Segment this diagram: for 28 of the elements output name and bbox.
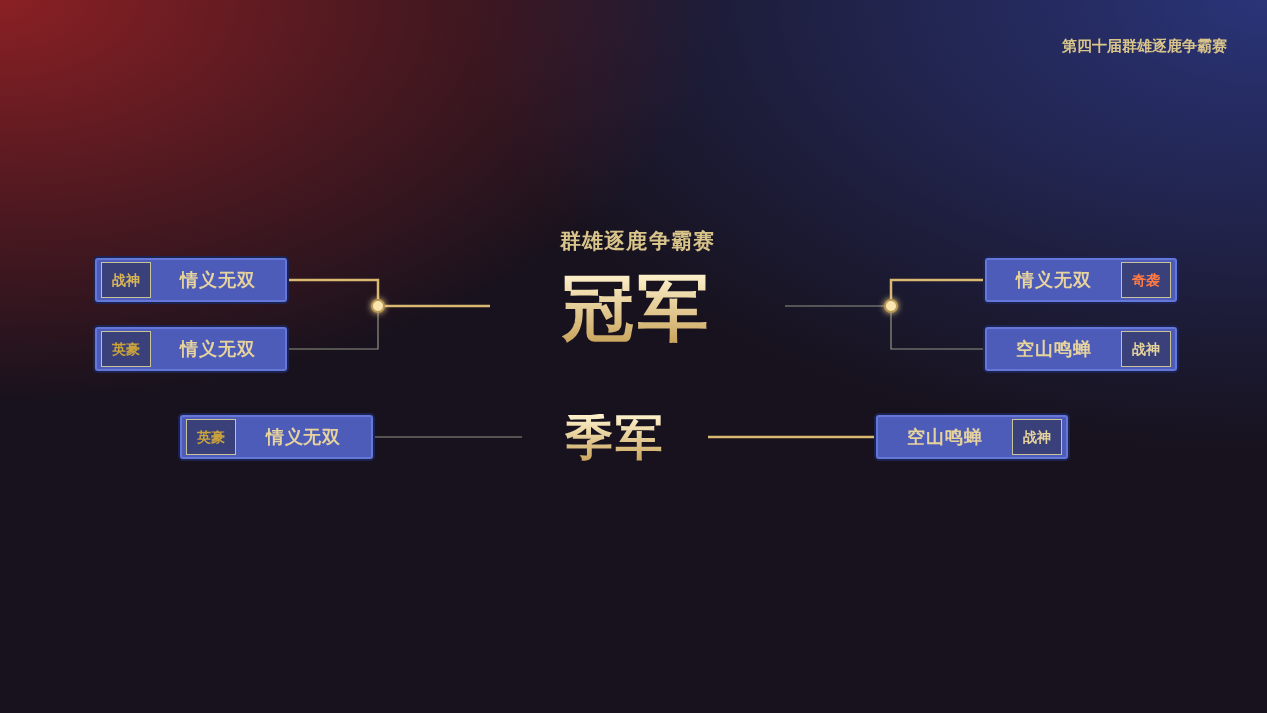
team-card (95, 258, 287, 302)
bracket-line (286, 312, 379, 350)
team-card (95, 327, 287, 371)
team-name: 空山鸣蝉 (906, 425, 984, 449)
tag-label: 战神 (1121, 331, 1171, 367)
bracket-line (890, 312, 986, 350)
tag-label: 战神 (1012, 419, 1062, 455)
team-name: 情义无双 (264, 425, 343, 449)
bracket-line (372, 436, 523, 438)
event-title: 第四十届群雄逐鹿争霸赛 (1062, 36, 1227, 56)
tag-label: 战神 (101, 262, 151, 298)
tournament-title: 群雄逐鹿争霸赛 (559, 228, 716, 254)
bracket-line (708, 435, 876, 439)
team-card (985, 258, 1177, 302)
team-card (180, 415, 373, 459)
tag-label: 奇袭 (1121, 262, 1171, 298)
team-name: 情义无双 (1014, 268, 1093, 292)
bracket-line (889, 278, 985, 299)
team-card (985, 327, 1177, 371)
team-card (876, 415, 1068, 459)
bracket-line (784, 305, 885, 307)
tag-label: 英豪 (101, 331, 151, 367)
team-name: 空山鸣蝉 (1015, 337, 1093, 361)
tag-label: 英豪 (186, 419, 236, 455)
bracket-line (287, 278, 380, 299)
team-name: 情义无双 (178, 268, 257, 292)
team-name: 情义无双 (178, 337, 257, 361)
bracket-line (385, 304, 490, 308)
